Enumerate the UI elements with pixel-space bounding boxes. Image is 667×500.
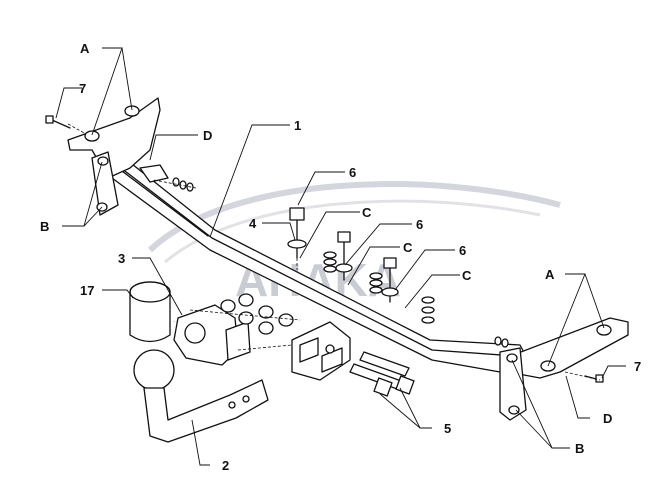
electrical-socket xyxy=(129,281,171,343)
bolt-head xyxy=(289,207,305,221)
mount-hole xyxy=(84,130,100,142)
leader-lines xyxy=(55,47,626,466)
right-bracket xyxy=(499,317,629,421)
label-B-right: B xyxy=(575,441,584,456)
long-bolts xyxy=(349,351,415,397)
label-A-right: A xyxy=(545,267,555,282)
label-6-top: 6 xyxy=(349,165,356,180)
tow-ball xyxy=(133,349,269,443)
label-6-low: 6 xyxy=(459,243,466,258)
label-5: 5 xyxy=(444,421,451,436)
label-7-left: 7 xyxy=(79,81,86,96)
label-1: 1 xyxy=(294,118,301,133)
assembly-lines xyxy=(67,123,601,381)
socket-nuts xyxy=(220,293,294,335)
label-C-2: C xyxy=(403,240,413,255)
washer-stack xyxy=(323,251,435,324)
label-4: 4 xyxy=(249,216,257,231)
label-3: 3 xyxy=(118,251,125,266)
mount-hole xyxy=(596,324,612,336)
socket-plate xyxy=(173,304,251,366)
fasteners xyxy=(45,115,604,397)
bolt-head xyxy=(337,231,351,243)
label-7-right: 7 xyxy=(634,359,641,374)
label-D-left: D xyxy=(203,128,212,143)
mount-hole xyxy=(508,405,520,415)
label-C-3: C xyxy=(462,268,472,283)
label-17: 17 xyxy=(80,283,94,298)
mount-hole xyxy=(124,105,140,117)
label-B-left: B xyxy=(40,219,49,234)
label-D-right: D xyxy=(603,411,612,426)
label-6-mid: 6 xyxy=(416,217,423,232)
label-2: 2 xyxy=(222,458,229,473)
label-A-left: A xyxy=(80,41,90,56)
label-C-1: C xyxy=(362,205,372,220)
mount-hole xyxy=(97,156,109,166)
callout-labels: A 7 D 1 6 4 C 6 C 6 C 3 17 B 2 5 A 7 D B xyxy=(40,41,641,473)
bolt-head xyxy=(383,257,397,269)
receiver-bracket xyxy=(291,321,351,381)
mount-hole xyxy=(506,353,518,363)
